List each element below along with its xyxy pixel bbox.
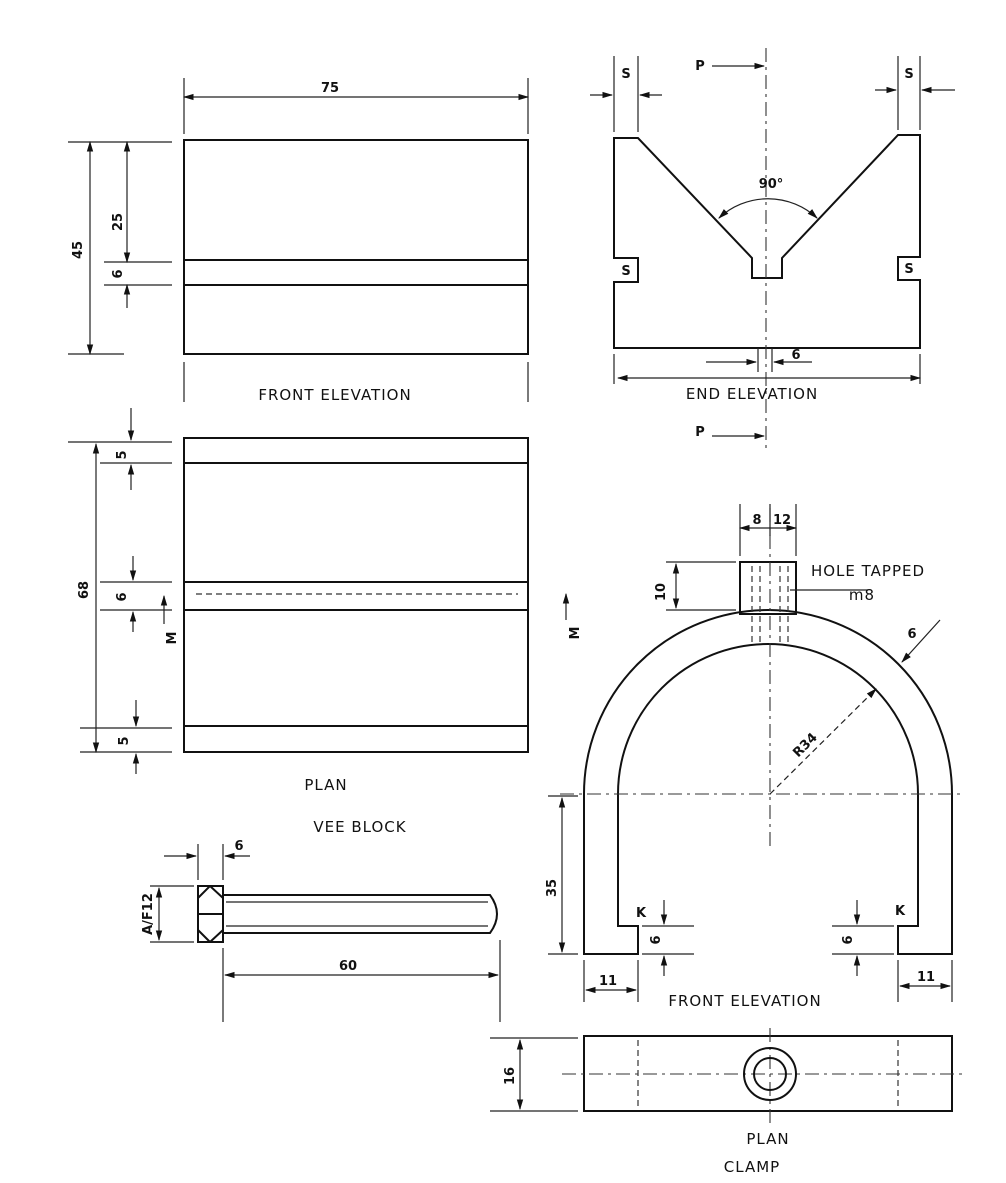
dim-35: 35 [545, 879, 560, 897]
dim-s-top-left: S [621, 67, 630, 82]
angle-90: 90° [759, 177, 784, 192]
dim-25: 25 [111, 213, 126, 231]
k-right: K [895, 904, 906, 919]
dim-11-left: 11 [599, 974, 617, 989]
section-m-left: M [165, 632, 180, 645]
dim-16: 16 [503, 1067, 518, 1085]
vee-block-plan: 68 5 6 5 M M PLAN VEE BLOCK [68, 408, 583, 836]
dim-af12: A/F12 [141, 893, 156, 935]
slot-s-right: S [904, 262, 913, 277]
dim-5-bottom: 5 [117, 736, 132, 745]
dim-6-front: 6 [111, 269, 126, 278]
dim-11-right: 11 [917, 970, 935, 985]
end-elevation-title: END ELEVATION [686, 385, 818, 403]
dim-s-top-right: S [904, 67, 913, 82]
clamp-plan: 16 PLAN CLAMP [490, 1028, 962, 1176]
dim-r34: R34 [790, 730, 820, 760]
dim-8: 8 [752, 513, 761, 528]
vee-block-title: VEE BLOCK [313, 818, 406, 836]
vee-block-end-elevation: 90° S S S S 6 END ELEVATION P P [590, 48, 955, 450]
section-p-bottom: P [695, 425, 705, 440]
vee-block-front-elevation: 75 45 25 6 FRONT ELEVATION [68, 78, 530, 404]
clamp-front-elevation-title: FRONT ELEVATION [668, 992, 821, 1010]
dim-6-slot-right: 6 [841, 935, 856, 944]
clamp-plan-title: PLAN [746, 1130, 789, 1148]
dim-68: 68 [77, 581, 92, 599]
dim-6-plan: 6 [115, 592, 130, 601]
k-left: K [636, 906, 647, 921]
dim-6-slot-left: 6 [649, 935, 664, 944]
clamp-title: CLAMP [724, 1158, 780, 1176]
hole-note-line2: m8 [849, 586, 875, 604]
slot-s-left: S [621, 264, 630, 279]
dim-12: 12 [773, 513, 791, 528]
dim-6-end: 6 [791, 348, 800, 363]
bolt: A/F12 6 60 [141, 839, 501, 1022]
front-elevation-title: FRONT ELEVATION [258, 386, 411, 404]
dim-60: 60 [339, 959, 357, 974]
clamp-front-elevation: 8 12 10 HOLE TAPPED m8 6 R34 35 6 K 6 [545, 504, 960, 1010]
section-m-right: M [568, 627, 583, 640]
plan-title: PLAN [304, 776, 347, 794]
dim-45: 45 [71, 241, 86, 259]
section-p-top: P [695, 59, 705, 74]
hole-note-line1: HOLE TAPPED [811, 562, 925, 580]
dim-6-thickness: 6 [907, 627, 916, 642]
dim-5-top: 5 [115, 450, 130, 459]
dim-10: 10 [654, 583, 669, 601]
dim-6-bolt: 6 [234, 839, 243, 854]
dim-75: 75 [321, 81, 339, 96]
